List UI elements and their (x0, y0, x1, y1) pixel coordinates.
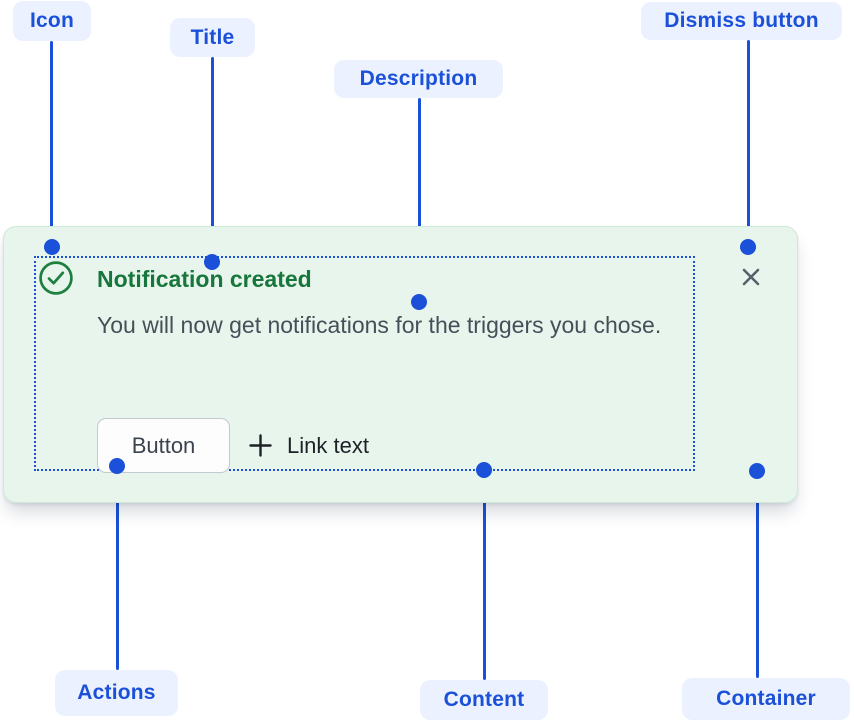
connector-dot-title (204, 254, 220, 270)
content-region-outline (34, 256, 695, 471)
connector-line-icon (50, 41, 53, 247)
annotation-label-description: Description (334, 60, 503, 98)
flag-link-action[interactable]: Link text (247, 418, 369, 473)
connector-dot-dismiss-button (740, 239, 756, 255)
annotation-label-icon: Icon (13, 1, 91, 41)
connector-line-description (417, 98, 421, 302)
annotation-label-content: Content (420, 680, 548, 720)
connector-dot-container (749, 463, 765, 479)
flag-title: Notification created (97, 266, 312, 292)
check-circle-icon (38, 260, 74, 296)
flag-link-label: Link text (287, 432, 369, 458)
connector-dot-description (411, 294, 427, 310)
flag-container: Notification created You will now get no… (3, 226, 798, 503)
connector-line-content (482, 470, 486, 680)
connector-line-dismiss-button (746, 40, 750, 247)
plus-icon (247, 432, 274, 459)
connector-dot-content (476, 462, 492, 478)
connector-dot-actions (109, 458, 125, 474)
annotation-label-actions: Actions (55, 670, 178, 716)
connector-line-title (210, 57, 214, 262)
connector-dot-icon (43, 239, 60, 255)
connector-line-container (755, 471, 759, 678)
annotation-label-dismiss-button: Dismiss button (641, 2, 842, 40)
annotation-label-container: Container (682, 678, 850, 720)
flag-description: You will now get notifications for the t… (97, 312, 662, 338)
connector-line-actions (115, 466, 119, 670)
annotation-label-title: Title (170, 18, 255, 57)
close-icon (736, 262, 766, 292)
dismiss-button[interactable] (729, 255, 773, 299)
